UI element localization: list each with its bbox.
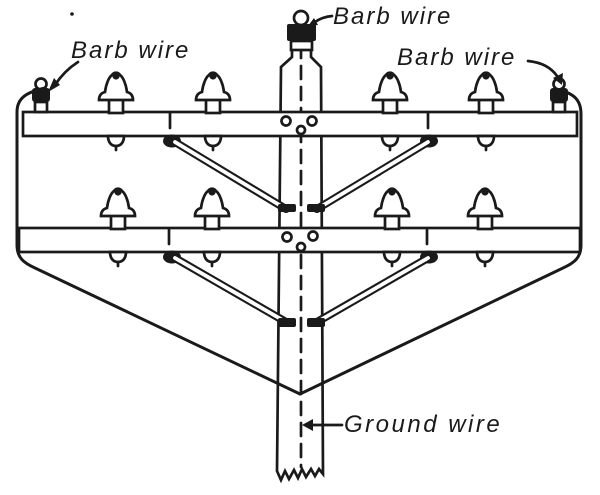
insulator [467,71,505,115]
arrow-barb-wire-left [48,60,80,92]
print-speck [70,12,74,16]
pin-bolt [382,250,402,268]
brace-upper-left [171,138,290,213]
pin-bolt [202,250,222,268]
insulator [97,71,135,115]
barb-wire-mount-left [30,77,52,114]
insulator [194,71,232,115]
pin-bolt [380,134,400,152]
pin-bolt [475,250,495,268]
barb-wire-label-right: Barb wire [397,44,517,71]
insulator [193,187,231,231]
insulator [371,71,409,115]
insulator [99,187,137,231]
barb-wire-strand-left [15,86,302,396]
barb-wire-mount-pole-top [287,9,316,52]
pin-bolt [106,134,126,152]
barb-wire-label-top: Barb wire [333,3,453,30]
crossarm-bolts-lower [281,230,319,253]
pin-bolt [203,134,223,152]
brace-lower-right [313,254,432,326]
barb-wire-mount-right [548,77,570,114]
crossarm-bolts-upper [280,115,318,136]
pin-bolt [476,134,496,152]
barb-wire-strand-right [298,87,583,396]
arrow-ground-wire [302,419,344,431]
arrow-barb-wire-top [308,14,334,26]
pin-bolt [108,250,128,268]
arrow-barb-wire-right [526,59,563,85]
insulator [373,187,411,231]
insulator [466,187,504,231]
ground-wire-label: Ground wire [344,411,503,438]
brace-feet [278,204,325,327]
brace-lower-left [171,254,290,326]
brace-upper-right [313,138,432,213]
barb-wire-label-left: Barb wire [71,37,191,64]
